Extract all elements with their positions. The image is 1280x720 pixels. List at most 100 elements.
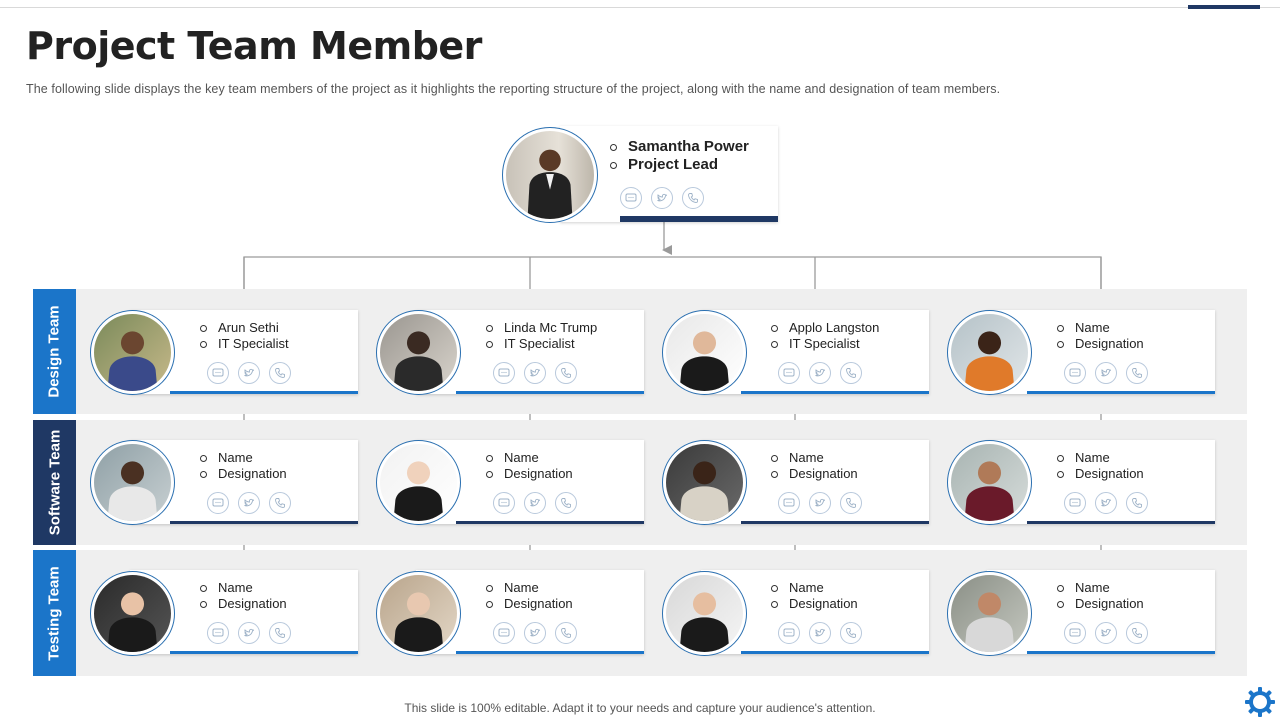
chat-icon[interactable] xyxy=(207,492,229,514)
twitter-icon[interactable] xyxy=(651,187,673,209)
phone-icon[interactable] xyxy=(555,492,577,514)
chat-icon[interactable] xyxy=(493,362,515,384)
chat-icon[interactable] xyxy=(1064,492,1086,514)
member-name: Name xyxy=(1057,320,1144,336)
lead-avatar xyxy=(502,127,598,223)
chat-icon[interactable] xyxy=(207,362,229,384)
chat-icon[interactable] xyxy=(1064,622,1086,644)
member-contact-icons xyxy=(493,362,577,384)
team-label-text: Design Team xyxy=(46,305,63,398)
member-info: Name Designation xyxy=(486,450,573,482)
member-avatar xyxy=(662,571,747,656)
member-designation: Designation xyxy=(771,466,858,482)
member-info: Name Designation xyxy=(1057,320,1144,352)
member-contact-icons xyxy=(1064,362,1148,384)
member-info: Arun Sethi IT Specialist xyxy=(200,320,289,352)
lead-info: Samantha Power Project Lead xyxy=(610,138,749,174)
phone-icon[interactable] xyxy=(682,187,704,209)
phone-icon[interactable] xyxy=(269,362,291,384)
member-info: Name Designation xyxy=(486,580,573,612)
chat-icon[interactable] xyxy=(493,622,515,644)
member-info: Applo Langston IT Specialist xyxy=(771,320,879,352)
twitter-icon[interactable] xyxy=(524,362,546,384)
chat-icon[interactable] xyxy=(493,492,515,514)
member-designation: IT Specialist xyxy=(200,336,289,352)
member-avatar xyxy=(947,571,1032,656)
member-designation: Designation xyxy=(1057,596,1144,612)
chat-icon[interactable] xyxy=(778,362,800,384)
member-avatar xyxy=(90,310,175,395)
member-designation: Designation xyxy=(1057,466,1144,482)
twitter-icon[interactable] xyxy=(1095,492,1117,514)
team-label-text: Software Team xyxy=(46,429,63,536)
lead-contact-icons xyxy=(620,187,704,209)
phone-icon[interactable] xyxy=(1126,622,1148,644)
team-label-design: Design Team xyxy=(33,289,76,414)
phone-icon[interactable] xyxy=(840,622,862,644)
chat-icon[interactable] xyxy=(778,622,800,644)
member-info: Name Designation xyxy=(200,450,287,482)
member-contact-icons xyxy=(207,492,291,514)
member-card: Name Designation xyxy=(987,310,1215,394)
twitter-icon[interactable] xyxy=(524,622,546,644)
member-card-underline xyxy=(170,521,358,524)
phone-icon[interactable] xyxy=(840,492,862,514)
team-label-software: Software Team xyxy=(33,420,76,545)
member-name: Name xyxy=(486,580,573,596)
twitter-icon[interactable] xyxy=(1095,362,1117,384)
member-designation: Designation xyxy=(1057,336,1144,352)
member-designation: Designation xyxy=(200,466,287,482)
member-name: Name xyxy=(771,580,858,596)
member-designation: IT Specialist xyxy=(486,336,597,352)
twitter-icon[interactable] xyxy=(809,492,831,514)
member-avatar xyxy=(90,571,175,656)
member-designation: Designation xyxy=(200,596,287,612)
member-info: Name Designation xyxy=(200,580,287,612)
member-avatar xyxy=(376,310,461,395)
chat-icon[interactable] xyxy=(1064,362,1086,384)
twitter-icon[interactable] xyxy=(809,622,831,644)
phone-icon[interactable] xyxy=(840,362,862,384)
member-info: Linda Mc Trump IT Specialist xyxy=(486,320,597,352)
member-name: Name xyxy=(200,450,287,466)
member-contact-icons xyxy=(778,492,862,514)
member-designation: Designation xyxy=(486,466,573,482)
twitter-icon[interactable] xyxy=(809,362,831,384)
member-card-underline xyxy=(456,391,644,394)
member-card-underline xyxy=(741,521,929,524)
member-avatar xyxy=(662,440,747,525)
twitter-icon[interactable] xyxy=(1095,622,1117,644)
phone-icon[interactable] xyxy=(1126,362,1148,384)
phone-icon[interactable] xyxy=(269,492,291,514)
member-contact-icons xyxy=(1064,492,1148,514)
member-contact-icons xyxy=(778,622,862,644)
member-card-underline xyxy=(741,651,929,654)
member-name: Name xyxy=(486,450,573,466)
twitter-icon[interactable] xyxy=(524,492,546,514)
member-name: Arun Sethi xyxy=(200,320,289,336)
twitter-icon[interactable] xyxy=(238,492,260,514)
lead-card: Samantha Power Project Lead xyxy=(560,126,778,222)
chat-icon[interactable] xyxy=(207,622,229,644)
twitter-icon[interactable] xyxy=(238,362,260,384)
lead-designation: Project Lead xyxy=(610,156,749,174)
page-subtitle: The following slide displays the key tea… xyxy=(26,82,1001,96)
top-accent-bar xyxy=(1188,5,1260,9)
twitter-icon[interactable] xyxy=(238,622,260,644)
chat-icon[interactable] xyxy=(620,187,642,209)
chat-icon[interactable] xyxy=(778,492,800,514)
member-name: Name xyxy=(771,450,858,466)
member-card-underline xyxy=(456,521,644,524)
member-name: Applo Langston xyxy=(771,320,879,336)
phone-icon[interactable] xyxy=(1126,492,1148,514)
member-name: Name xyxy=(200,580,287,596)
phone-icon[interactable] xyxy=(555,362,577,384)
member-card: Applo Langston IT Specialist xyxy=(701,310,929,394)
member-designation: Designation xyxy=(486,596,573,612)
settings-gear-icon[interactable] xyxy=(1244,686,1276,718)
phone-icon[interactable] xyxy=(269,622,291,644)
phone-icon[interactable] xyxy=(555,622,577,644)
top-divider xyxy=(0,7,1280,8)
member-card-underline xyxy=(1027,521,1215,524)
footer-note: This slide is 100% editable. Adapt it to… xyxy=(404,701,876,715)
